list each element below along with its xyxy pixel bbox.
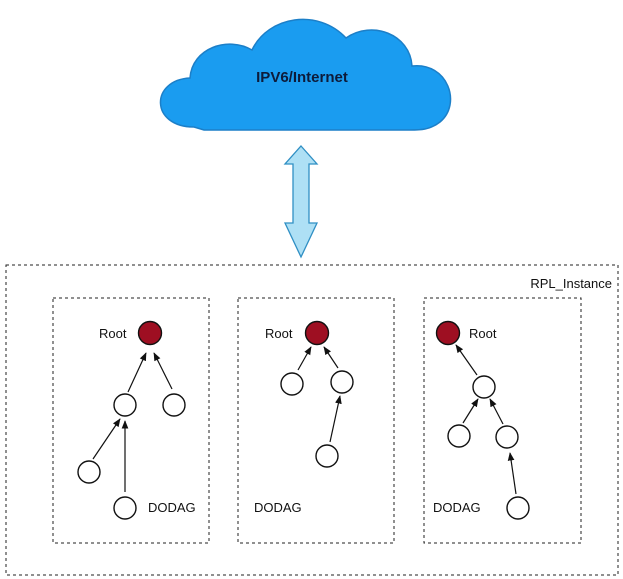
dodag-1-node — [113, 393, 137, 417]
dodag-2-edge — [297, 346, 312, 371]
dodag-1-edge — [92, 418, 121, 460]
bidirectional-arrow-icon — [283, 145, 319, 259]
dodag-3-dodag-label: DODAG — [433, 500, 481, 515]
dodag-2-node — [330, 370, 354, 394]
dodag-3-node — [447, 424, 471, 448]
dodag-3-edge — [489, 398, 504, 425]
dodag-3-node — [472, 375, 496, 399]
dodag-2-edge — [329, 395, 342, 443]
dodag-1-root-node — [137, 320, 163, 346]
dodag-1-edge — [127, 352, 147, 393]
dodag-1-dodag-label: DODAG — [148, 500, 196, 515]
dodag-3-edge — [462, 398, 479, 424]
dodag-1-box — [52, 297, 210, 544]
dodag-3-edge — [507, 452, 517, 495]
dodag-3: Root DODAG — [423, 297, 582, 544]
dodag-2: Root DODAG — [237, 297, 395, 544]
dodag-2-root-node — [304, 320, 330, 346]
dodag-3-root-label: Root — [469, 326, 497, 341]
dodag-3-box — [423, 297, 582, 544]
dodag-3-node — [506, 496, 530, 520]
dodag-1: Root DODAG — [52, 297, 210, 544]
dodag-1-node — [113, 496, 137, 520]
dodag-2-node — [315, 444, 339, 468]
dodag-1-node — [77, 460, 101, 484]
dodag-2-box — [237, 297, 395, 544]
cloud-icon — [159, 18, 452, 131]
rpl-instance-label: RPL_Instance — [530, 276, 612, 291]
dodag-2-dodag-label: DODAG — [254, 500, 302, 515]
dodag-2-root-label: Root — [265, 326, 293, 341]
rpl-instance-box — [5, 264, 619, 576]
cloud-label: IPV6/Internet — [256, 69, 348, 86]
internet-cloud: IPV6/Internet — [159, 18, 452, 131]
dodag-1-root-label: Root — [99, 326, 127, 341]
dodag-3-root-node — [435, 320, 461, 346]
dodag-2-edge — [323, 346, 339, 369]
dodag-2-node — [280, 372, 304, 396]
dodag-3-edge — [455, 344, 478, 376]
dodag-3-node — [495, 425, 519, 449]
dodag-1-node — [162, 393, 186, 417]
dodag-1-edge — [153, 352, 173, 390]
